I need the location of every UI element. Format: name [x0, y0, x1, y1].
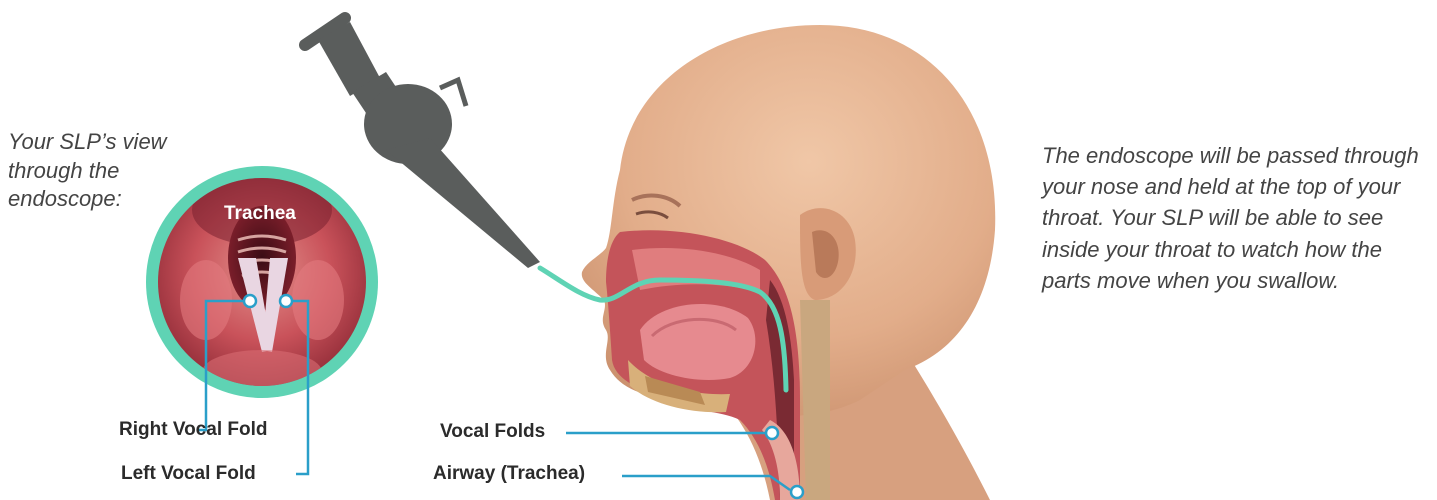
right-vocal-fold-marker — [244, 295, 256, 307]
left-vocal-fold-label: Left Vocal Fold — [121, 463, 256, 485]
procedure-description: The endoscope will be passed through you… — [1042, 140, 1422, 296]
airway-marker — [791, 486, 803, 498]
left-vocal-fold-marker — [280, 295, 292, 307]
head-illustration — [582, 25, 995, 500]
endoscope-view-caption: Your SLP’s view through the endoscope: — [8, 128, 228, 214]
vocal-folds-label: Vocal Folds — [440, 421, 545, 443]
airway-label: Airway (Trachea) — [433, 463, 585, 485]
trachea-label: Trachea — [224, 203, 296, 225]
right-vocal-fold-label: Right Vocal Fold — [119, 419, 267, 441]
vocal-folds-marker — [766, 427, 778, 439]
